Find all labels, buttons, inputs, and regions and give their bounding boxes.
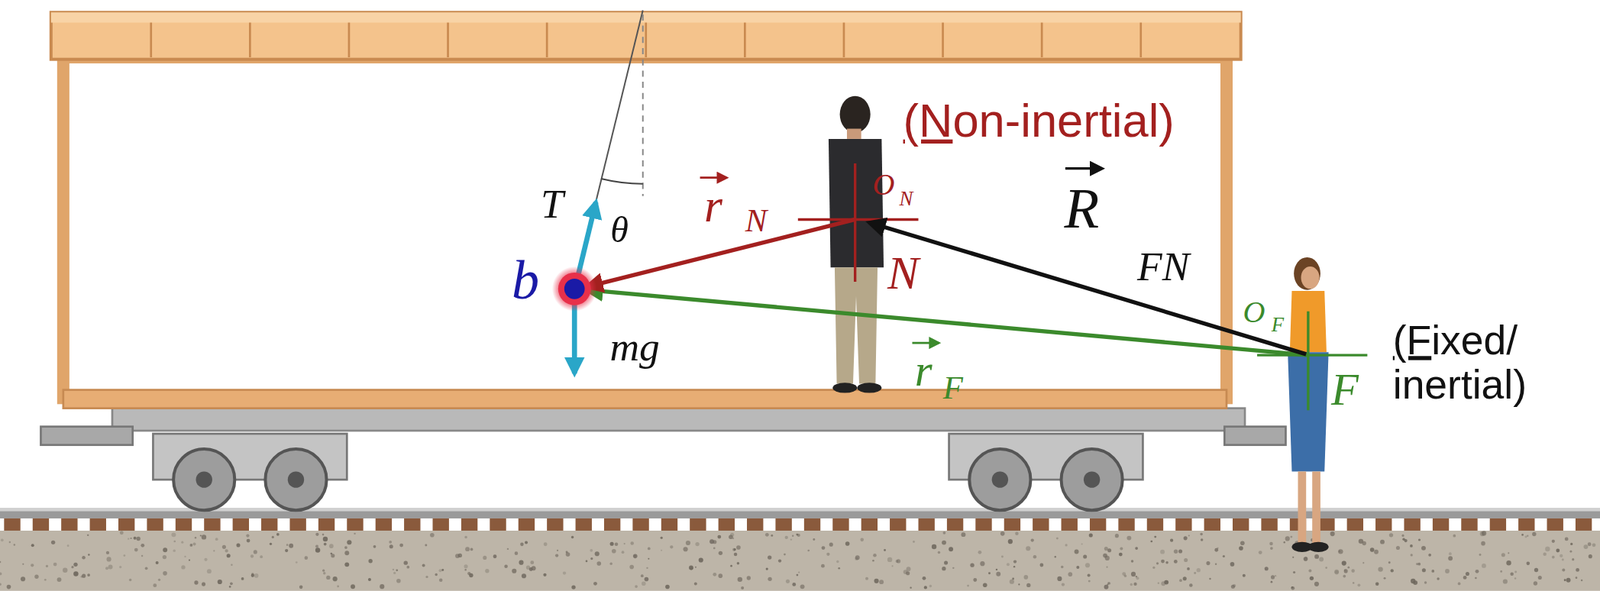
frame-label: N <box>887 247 919 300</box>
origin-subscript: N <box>899 187 914 210</box>
vector-label: r <box>704 180 723 233</box>
frame-label: F <box>1331 365 1359 416</box>
angle-label: θ <box>610 210 629 252</box>
frame-name: (Non-inertial) <box>903 94 1175 147</box>
vector-label: r <box>914 346 933 397</box>
frame-name: (Fixed/ inertial) <box>1393 317 1546 408</box>
origin-label: O <box>1243 294 1266 328</box>
vector-subscript: F <box>943 369 964 406</box>
force-label: mg <box>609 324 660 370</box>
body-label: b <box>511 250 540 311</box>
origin-subscript: F <box>1271 313 1284 336</box>
origin-label: O <box>872 166 896 201</box>
vector-label: R <box>1063 177 1099 241</box>
force-label: T <box>540 181 564 227</box>
vector-subscript: N <box>745 202 768 239</box>
vector-subscript: FN <box>1137 245 1190 291</box>
